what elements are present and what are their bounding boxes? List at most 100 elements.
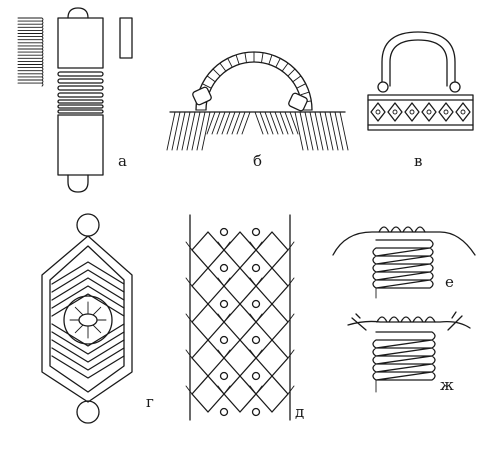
panel-label-a: а [118,152,127,170]
panel-g-inner-frame [49,245,125,393]
panel-zh-serpentine-cord [372,331,436,393]
lattice-cord-end [249,241,257,251]
diamond-dot [392,109,398,115]
fringe-strand [201,111,211,151]
chevron-cord-top [51,269,125,293]
lattice-diamond [223,339,257,377]
fringe-strand [176,111,186,151]
lattice-knot [251,299,261,309]
panel-a-coil [17,17,44,87]
panel-a-drawing [17,7,133,193]
panel-g-drawing [41,213,133,424]
panel-label-b: б [253,152,263,170]
lattice-diamond [255,375,289,413]
panel-label-d: д [295,403,305,421]
chevron-cord-bottom [51,355,125,379]
arch-knot-line [244,52,247,64]
lattice-cord-end [185,385,193,395]
fringe-strand [339,111,349,151]
fringe-strand [171,111,181,151]
panel-v-right-rivet [449,81,461,93]
coil-turn [17,39,44,44]
fringe-strand [231,111,241,135]
chevron-cord-top [51,261,125,285]
lattice-diamond [255,231,289,269]
fringe-strand [324,111,334,151]
panel-v-bag-body [367,94,474,131]
panel-b-fringe [166,111,349,151]
lattice-cord-end [287,277,295,287]
lattice-cord-end [287,385,295,395]
diamond-motif [438,102,454,122]
lattice-diamond [223,231,257,269]
coil-turn [17,42,44,47]
fringe-strand [289,111,299,135]
arch-knot-line [261,52,264,64]
lattice-cord-end [249,385,257,395]
panel-b-drawing [166,51,349,151]
fringe-strand [211,111,221,135]
lattice-knot [251,371,261,381]
holder-loop [424,316,436,323]
fringe-strand [314,111,324,151]
arch-inner [205,61,303,111]
arch-knot-line [287,68,296,77]
lattice-cord-end [249,277,257,287]
coil-turn [17,82,44,87]
coil-turn [17,23,44,28]
panel-label-v: в [414,152,423,170]
coil-turn [17,33,44,37]
lattice-diamond [223,267,257,305]
wrap-band [57,85,104,91]
arch-knot-line [212,68,221,77]
coil-turn [17,70,44,75]
arch-knot-line [206,75,216,83]
panel-zh-left-pin [351,313,367,331]
lattice-cord-end [249,313,257,323]
fringe-strand [206,111,216,135]
fringe-strand [196,111,206,151]
lattice-knot [219,371,229,381]
lattice-diamond [191,303,225,341]
arch-knot-line [219,62,227,72]
holder-loop [378,226,390,233]
diamond-motif [421,102,437,122]
panel-zh-right-pin [447,311,463,331]
panel-zh-drawing [347,311,471,393]
fringe-strand [254,111,264,135]
lattice-cord-end [217,385,225,395]
panel-g-top-bead [76,213,100,237]
lattice-knot [219,299,229,309]
panel-label-e: е [445,273,454,291]
lattice-knot [219,263,229,273]
fringe-strand [284,111,294,135]
lattice-cord-end [185,349,193,359]
lattice-cord-end [287,349,295,359]
panel-v-drawing [367,31,474,131]
fringe-strand [236,111,246,135]
panel-a-bottom-knob [67,174,89,193]
fringe-strand [279,111,289,135]
panel-zh-loops [376,316,436,323]
panel-g-chevron-cords [51,261,125,379]
lattice-diamond [191,339,225,377]
lattice-diamond [255,267,289,305]
chevron-cord-bottom [51,331,125,355]
diamond-dot [375,109,381,115]
lattice-knot [219,335,229,345]
diamond-motif [404,102,420,122]
chevron-cord-bottom [51,339,125,363]
diamond-dot [409,109,415,115]
lattice-cord-end [217,313,225,323]
lattice-cord-end [185,277,193,287]
diamond-motif [370,102,386,122]
chevron-cord-bottom [51,347,125,371]
panel-v-handle-outer [381,31,456,89]
coil-turn [17,54,44,59]
lattice-knot [251,263,261,273]
holder-loop [412,316,424,323]
coil-turn [17,60,44,65]
fringe-strand [294,111,304,151]
lattice-cord-end [185,241,193,251]
